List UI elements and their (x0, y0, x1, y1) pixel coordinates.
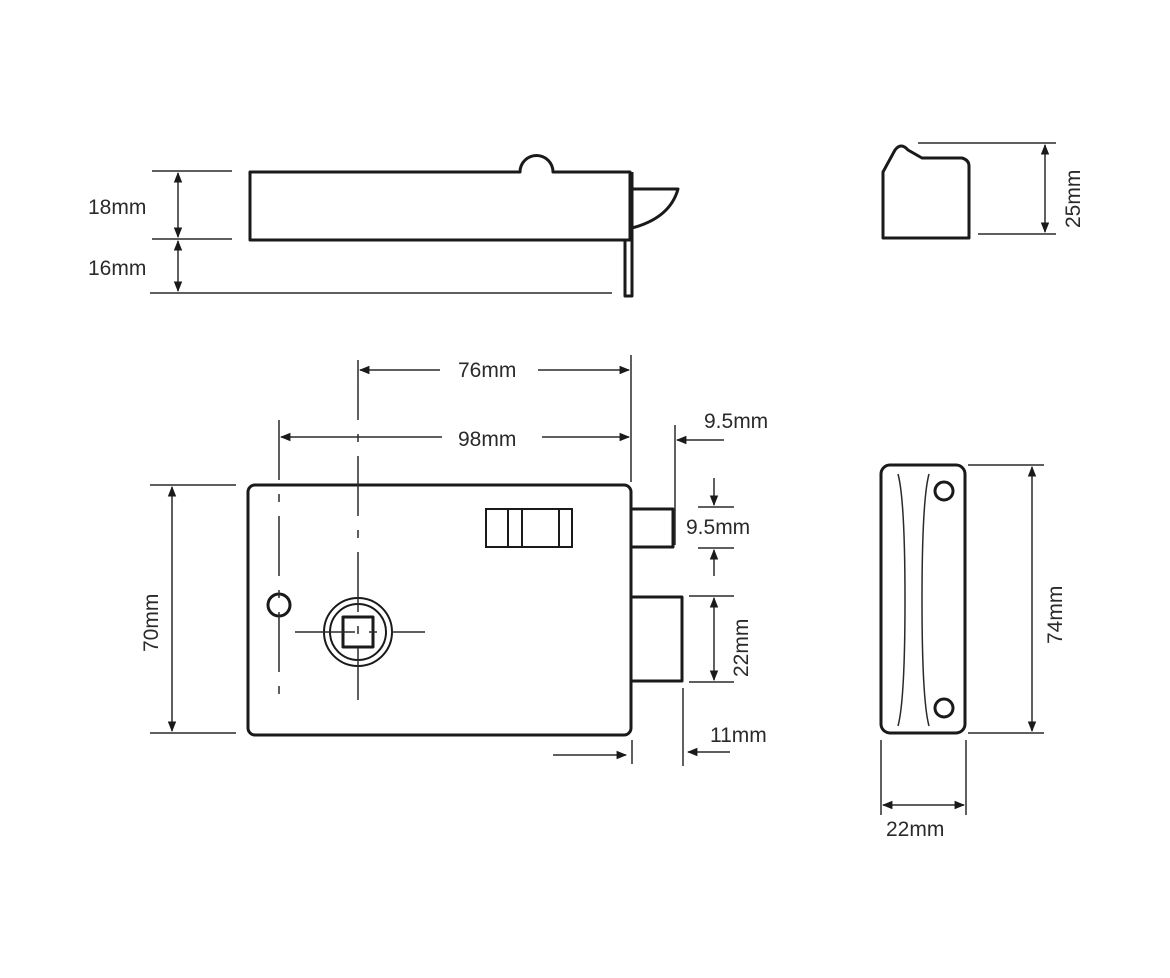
lock-case-side-outline (248, 154, 632, 242)
dim-bolt-projection-label: 11mm (710, 724, 767, 747)
keep-side-outline (881, 144, 971, 240)
keep-screw-hole-top (933, 480, 955, 502)
keep-screw-hole-bottom (933, 697, 955, 719)
keep-front-outline (879, 463, 967, 735)
lock-case-front-outline (246, 483, 633, 737)
dead-bolt (629, 595, 684, 683)
dim-case-height-label: 70mm (140, 594, 163, 652)
keep-side-view: 25mm (881, 142, 1085, 240)
lock-front-view: 76mm 98mm 9.5mm 9.5mm 22mm 70mm 11mm (140, 355, 768, 766)
latch-bolt (629, 507, 675, 549)
lock-side-view: 18mm 16mm (88, 154, 680, 298)
dim-case-width-label: 98mm (458, 428, 516, 451)
dim-latch-projection-label: 9.5mm (704, 410, 768, 433)
dim-case-depth-label: 18mm (88, 196, 146, 219)
dim-bolt-height-label: 22mm (730, 619, 753, 677)
snib-slider (485, 508, 573, 548)
dim-keep-height-label: 74mm (1044, 586, 1067, 644)
flange-side (623, 172, 634, 298)
latch-side (631, 187, 680, 230)
dim-backset-label: 76mm (458, 359, 516, 382)
dim-flange-depth-label: 16mm (88, 257, 146, 280)
dim-latch-height-label: 9.5mm (686, 516, 750, 539)
keep-front-view: 74mm 22mm (879, 463, 1067, 841)
dim-keep-height-side-label: 25mm (1062, 170, 1085, 228)
dim-keep-width-label: 22mm (886, 818, 944, 841)
